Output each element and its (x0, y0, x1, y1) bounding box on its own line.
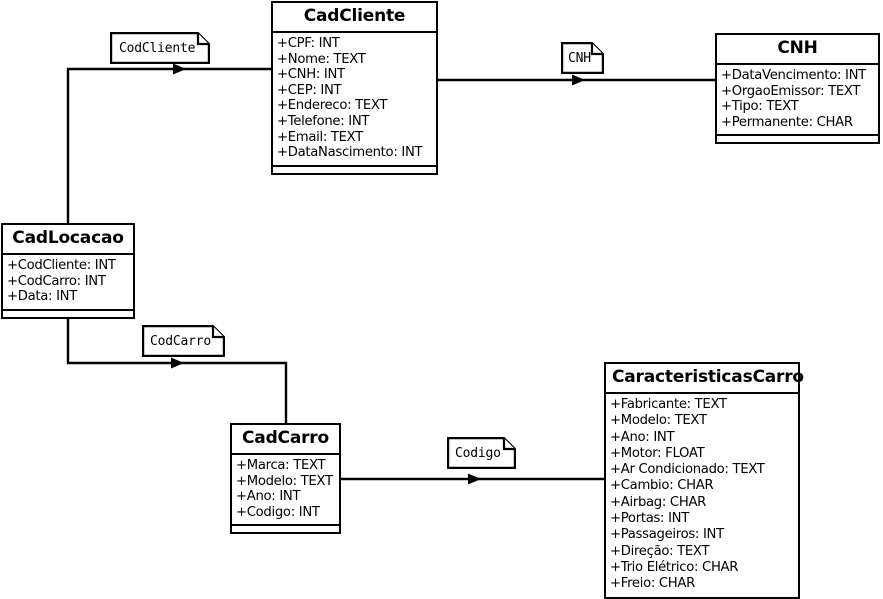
attribute-row: +Passageiros: INT (610, 527, 724, 543)
class-operations-cadcarro (232, 526, 339, 532)
arrowhead-cadlocacao-to-cadcarro (171, 357, 184, 369)
class-box-cadcliente[interactable]: CadCliente +CPF: INT +Nome: TEXT +CNH: I… (271, 1, 438, 175)
attribute-row: +Freio: CHAR (610, 576, 695, 592)
class-box-cadlocacao[interactable]: CadLocacao +CodCliente: INT +CodCarro: I… (1, 223, 135, 319)
attribute-row: +Ano: INT (236, 489, 301, 505)
class-operations-cadcliente (273, 167, 436, 173)
attribute-row: +OrgaoEmissor: TEXT (721, 83, 861, 99)
note-codcarro[interactable]: CodCarro (142, 325, 225, 357)
class-attributes-cadcarro: +Marca: TEXT +Modelo: TEXT +Ano: INT +Co… (232, 455, 339, 527)
attribute-row: +Tipo: TEXT (721, 99, 799, 115)
attribute-row: +CNH: INT (277, 67, 345, 83)
attribute-row: +Direção: TEXT (610, 543, 710, 559)
attribute-row: +CodCarro: INT (7, 273, 106, 289)
attribute-row: +Trio Elétrico: CHAR (610, 559, 739, 575)
attribute-row: +Marca: TEXT (236, 458, 326, 473)
class-operations-cnh (717, 136, 878, 142)
attribute-row: +CodCliente: INT (7, 258, 116, 273)
note-label: CodCliente (119, 41, 196, 56)
note-codcliente[interactable]: CodCliente (110, 32, 210, 64)
note-shape-icon (110, 32, 210, 64)
connector-cadlocacao-to-cadcliente (66, 67, 271, 223)
arrowhead-cadcliente-to-cnh (572, 74, 585, 86)
class-attributes-caracteristicascarro: +Fabricante: TEXT +Modelo: TEXT +Ano: IN… (606, 394, 798, 599)
attribute-row: +CPF: INT (277, 36, 340, 51)
attribute-row: +Codigo: INT (236, 504, 320, 520)
class-name-caracteristicascarro: CaracteristicasCarro (606, 364, 804, 394)
attribute-row: +CEP: INT (277, 82, 342, 98)
class-operations-cadlocacao (3, 311, 133, 317)
note-cnh[interactable]: CNH (561, 42, 604, 74)
attribute-row: +Ar Condicionado: TEXT (610, 462, 765, 478)
class-box-cadcarro[interactable]: CadCarro +Marca: TEXT +Modelo: TEXT +Ano… (230, 423, 341, 535)
attribute-row: +Email: TEXT (277, 129, 363, 145)
class-box-cnh[interactable]: CNH +DataVencimento: INT +OrgaoEmissor: … (715, 33, 880, 145)
attribute-row: +Data: INT (7, 289, 77, 305)
note-shape-icon (447, 437, 516, 469)
note-label: CodCarro (150, 334, 212, 349)
connector-cadlocacao-to-cadcarro (66, 304, 288, 423)
note-label: CNH (568, 51, 591, 66)
class-attributes-cadcliente: +CPF: INT +Nome: TEXT +CNH: INT +CEP: IN… (273, 33, 436, 167)
attribute-row: +Permanente: CHAR (721, 114, 853, 130)
attribute-row: +Motor: FLOAT (610, 445, 705, 461)
attribute-row: +Ano: INT (610, 429, 675, 445)
note-codigo[interactable]: Codigo (447, 437, 516, 469)
class-name-cadcliente: CadCliente (273, 3, 436, 33)
class-attributes-cadlocacao: +CodCliente: INT +CodCarro: INT +Data: I… (3, 255, 133, 311)
note-label: Codigo (455, 446, 501, 461)
attribute-row: +Modelo: TEXT (236, 473, 333, 489)
attribute-row: +DataVencimento: INT (721, 68, 866, 83)
attribute-row: +Modelo: TEXT (610, 413, 707, 429)
note-shape-icon (142, 325, 225, 357)
arrowhead-cadlocacao-to-cadcliente (173, 63, 186, 75)
attribute-row: +Telefone: INT (277, 113, 370, 129)
attribute-row: +DataNascimento: INT (277, 145, 423, 161)
arrowhead-cadcarro-to-caracteristicascarro (468, 473, 481, 485)
note-shape-icon (561, 42, 604, 74)
class-name-cnh: CNH (717, 35, 878, 65)
attribute-row: +Portas: INT (610, 511, 689, 527)
class-attributes-cnh: +DataVencimento: INT +OrgaoEmissor: TEXT… (717, 65, 878, 137)
attribute-row: +Endereco: TEXT (277, 98, 388, 114)
attribute-row: +Fabricante: TEXT (610, 397, 727, 412)
attribute-row: +Cambio: CHAR (610, 478, 714, 494)
class-box-caracteristicascarro[interactable]: CaracteristicasCarro +Fabricante: TEXT +… (604, 362, 804, 599)
attribute-row: +Nome: TEXT (277, 51, 366, 67)
attribute-row: +Airbag: CHAR (610, 494, 707, 510)
class-name-cadlocacao: CadLocacao (3, 225, 133, 255)
class-name-cadcarro: CadCarro (232, 425, 339, 455)
